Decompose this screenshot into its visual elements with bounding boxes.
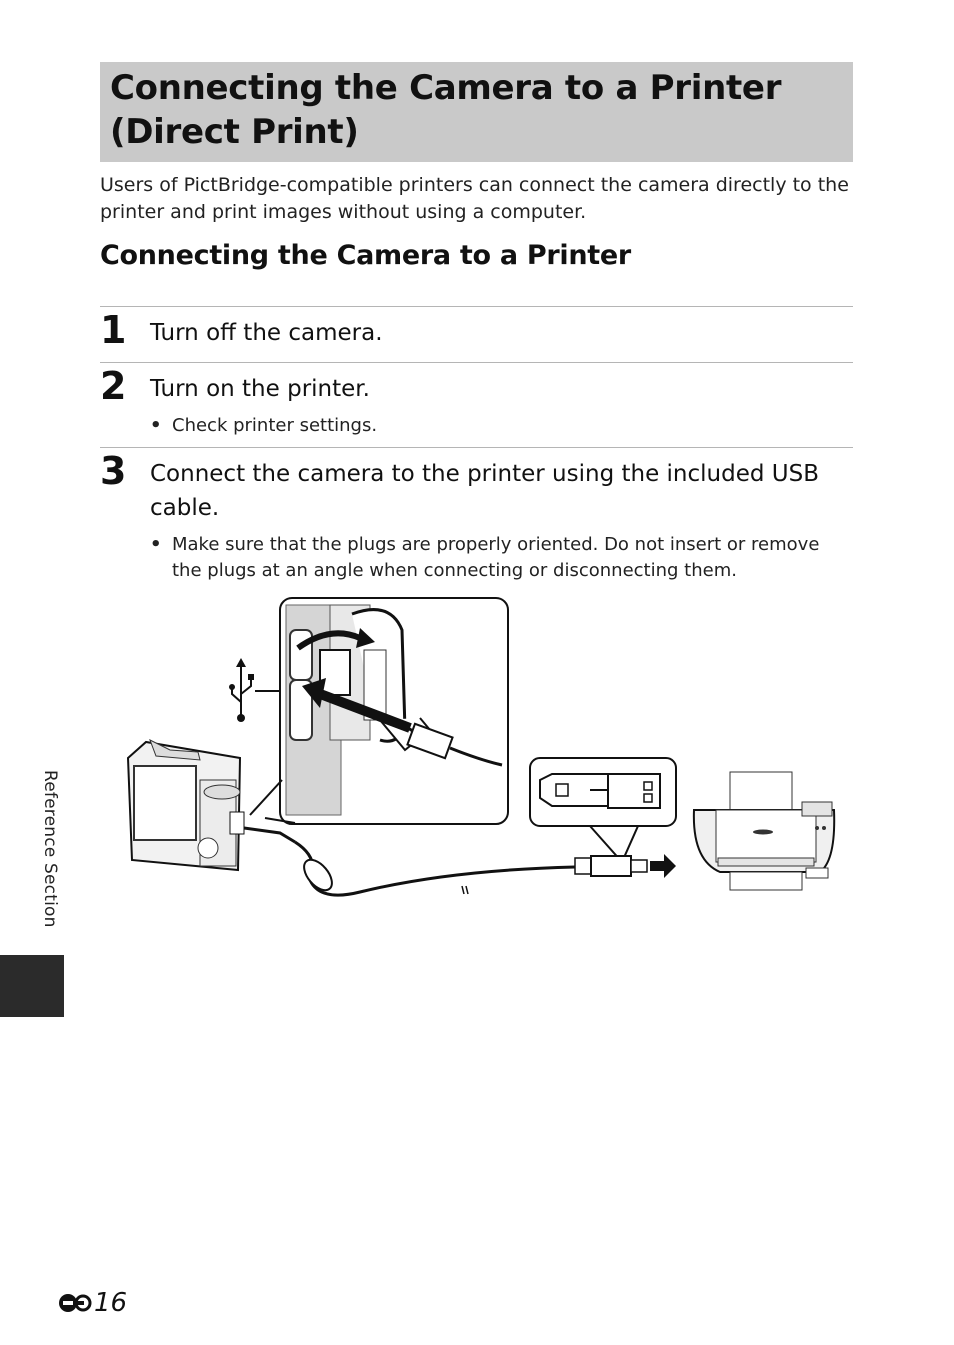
divider bbox=[100, 362, 853, 363]
page-number: 16 bbox=[58, 1288, 127, 1318]
arrow-head bbox=[356, 628, 375, 648]
arrow-open-icon bbox=[296, 630, 362, 651]
divider bbox=[100, 306, 853, 307]
bullet-dot: • bbox=[150, 534, 162, 555]
step-3-bullet: • Make sure that the plugs are properly … bbox=[150, 532, 850, 584]
arrow-right-icon bbox=[650, 854, 676, 878]
camera-icon bbox=[126, 738, 296, 872]
usb-connection-illustration bbox=[126, 597, 836, 897]
usb-plug-small-icon bbox=[574, 855, 648, 877]
usb-plug-icon bbox=[539, 773, 661, 809]
arrow-head bbox=[302, 678, 326, 708]
step-3-text: Connect the camera to the printer using … bbox=[150, 461, 819, 521]
step-2-bullet: • Check printer settings. bbox=[150, 413, 850, 439]
bullet-text: Make sure that the plugs are properly or… bbox=[172, 534, 820, 581]
divider bbox=[100, 447, 853, 448]
callout-line bbox=[249, 779, 283, 816]
bullet-text: Check printer settings. bbox=[172, 415, 378, 436]
section-heading: Connecting the Camera to a Printer bbox=[100, 240, 631, 271]
side-tab-label: Reference Section bbox=[40, 770, 60, 928]
title-band: Connecting the Camera to a Printer (Dire… bbox=[100, 62, 853, 162]
arrow-insert-icon bbox=[313, 687, 412, 733]
step-1-number: 1 bbox=[100, 308, 127, 352]
intro-text: Users of PictBridge-compatible printers … bbox=[100, 174, 849, 223]
page-title: Connecting the Camera to a Printer (Dire… bbox=[110, 68, 782, 152]
printer-icon bbox=[692, 771, 836, 891]
usb-cable bbox=[294, 840, 576, 897]
step-3-number: 3 bbox=[100, 449, 127, 493]
step-1-text: Turn off the camera. bbox=[150, 320, 383, 346]
reference-e-icon bbox=[59, 1294, 92, 1312]
bullet-dot: • bbox=[150, 415, 162, 436]
step-2-number: 2 bbox=[100, 364, 127, 408]
step-2-text: Turn on the printer. bbox=[150, 376, 370, 402]
callout-line bbox=[264, 817, 296, 824]
page-number-text: 16 bbox=[94, 1288, 128, 1318]
side-tab-marker bbox=[0, 955, 64, 1017]
usb-symbol-icon bbox=[229, 658, 285, 722]
